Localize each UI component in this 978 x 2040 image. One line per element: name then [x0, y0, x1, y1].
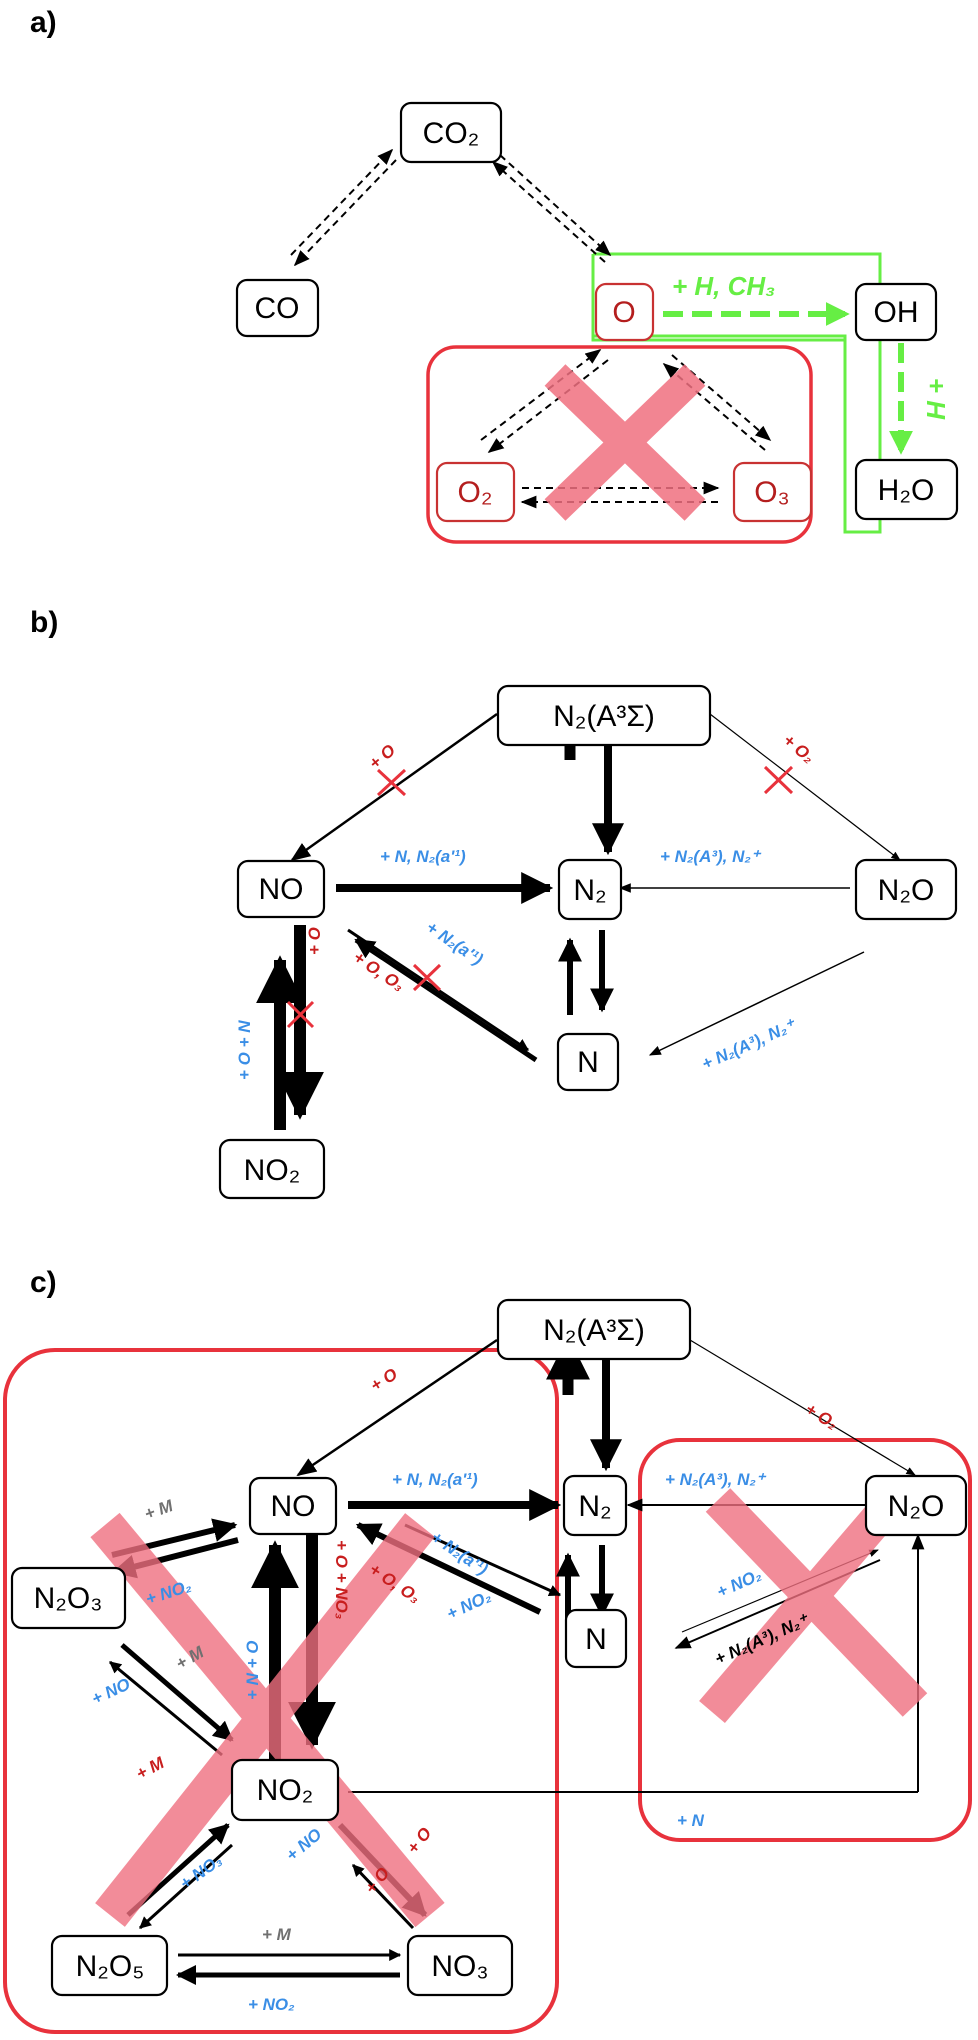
node-b-n: N	[556, 1032, 620, 1092]
panel-c: c)	[3, 1266, 972, 2034]
svg-text:N₂: N₂	[578, 1490, 611, 1523]
label-c-plus-o: + O	[367, 1365, 401, 1396]
svg-text:N₂: N₂	[573, 874, 606, 907]
panel-a: a) + H, CH₃ H +	[30, 6, 959, 544]
svg-text:CO: CO	[255, 292, 300, 325]
label-h-plus: H +	[921, 379, 951, 420]
node-b-n2: N₂	[557, 858, 623, 921]
label-c-no2-right: + NO₂	[714, 1565, 765, 1602]
node-co2: CO₂	[399, 101, 503, 164]
cross-a	[544, 364, 706, 521]
green-region-bottom	[591, 254, 880, 534]
svg-text:N₂O: N₂O	[878, 874, 935, 907]
node-b-n2a: N₂(A³Σ)	[496, 684, 712, 747]
svg-text:O: O	[612, 296, 635, 329]
label-b-plus-o-vertical: + O	[305, 927, 324, 955]
label-c-no3: + NO₃	[176, 1851, 225, 1893]
svg-text:H₂O: H₂O	[878, 474, 935, 507]
red-region-a	[426, 345, 813, 544]
node-b-no2: NO₂	[218, 1138, 326, 1200]
node-c-n2: N₂	[562, 1474, 628, 1537]
node-c-n2o5: N₂O₅	[50, 1934, 169, 1997]
node-o3: O₃	[732, 461, 813, 523]
label-b-n-n2a1: + N, N₂(a'¹)	[380, 847, 466, 866]
node-h2o: H₂O	[854, 458, 959, 521]
dashed-arrows-a	[290, 148, 772, 509]
cross-c-right	[699, 1488, 928, 1724]
node-o: O	[594, 282, 655, 342]
label-c-no: + NO	[282, 1825, 325, 1865]
svg-text:NO₂: NO₂	[244, 1154, 301, 1187]
label-c-m-low: + M	[133, 1753, 168, 1784]
svg-text:OH: OH	[874, 296, 919, 329]
label-c-n-n2a1: + N, N₂(a'¹)	[392, 1470, 478, 1489]
node-c-n2a: N₂(A³Σ)	[496, 1298, 692, 1361]
label-c-n-o-vertical: + N + O	[243, 1640, 262, 1700]
cross-c-left	[90, 1512, 445, 1928]
label-b-n2a1: + N₂(a'¹)	[423, 918, 487, 970]
svg-text:NO: NO	[271, 1490, 316, 1523]
panel-c-label: c)	[30, 1266, 57, 1299]
label-c-o-no3-vertical: + O + NO₃	[332, 1540, 351, 1619]
svg-text:N₂O₅: N₂O₅	[76, 1950, 145, 1983]
label-c-no2-mid: + NO₂	[444, 1586, 495, 1623]
svg-text:NO₂: NO₂	[257, 1774, 314, 1807]
node-o2: O₂	[435, 461, 516, 523]
svg-text:N₂O: N₂O	[888, 1490, 945, 1523]
red-region-c-right	[638, 1438, 972, 1842]
node-c-no: NO	[248, 1476, 338, 1536]
svg-text:N: N	[577, 1046, 599, 1079]
node-b-n2o: N₂O	[854, 858, 958, 921]
label-c-m-bottom: + M	[262, 1925, 292, 1944]
svg-text:N₂O₃: N₂O₃	[34, 1582, 103, 1615]
label-c-n2a3-top: + N₂(A³), N₂⁺	[665, 1470, 767, 1489]
label-b-plus-o2: + O₂	[779, 731, 818, 768]
svg-text:NO: NO	[259, 873, 304, 906]
panel-b-label: b)	[30, 606, 58, 639]
label-b-n2a3-top: + N₂(A³), N₂⁺	[660, 847, 762, 866]
label-b-plus-o: + O	[365, 741, 399, 773]
node-c-no3: NO₃	[406, 1934, 514, 1997]
label-c-m-top: + M	[142, 1496, 176, 1524]
node-c-no2: NO₂	[230, 1758, 340, 1822]
node-oh: OH	[854, 282, 938, 342]
label-c-no-left: + NO	[89, 1674, 133, 1708]
panel-a-label: a)	[30, 6, 57, 39]
node-co: CO	[235, 278, 320, 338]
label-h-ch3: + H, CH₃	[672, 271, 775, 301]
red-region-c-left	[3, 1348, 559, 2034]
node-b-no: NO	[236, 859, 326, 919]
node-c-n: N	[564, 1608, 628, 1669]
svg-text:O₃: O₃	[754, 476, 790, 509]
label-b-o-n: + O + N	[235, 1020, 254, 1080]
svg-text:NO₃: NO₃	[431, 1950, 488, 1983]
svg-text:CO₂: CO₂	[423, 117, 480, 150]
node-c-n2o: N₂O	[864, 1474, 968, 1537]
label-c-o-right: + O	[403, 1824, 435, 1858]
svg-text:O₂: O₂	[458, 476, 493, 509]
label-c-plus-o2: + O₂	[802, 1399, 842, 1434]
svg-text:N: N	[585, 1623, 607, 1656]
label-c-no2-bottom: + NO₂	[248, 1995, 295, 2014]
small-crosses-b	[286, 765, 794, 1029]
panel-b: b) + O + O₂ + N, N₂(a'¹) + N₂(A³	[30, 606, 958, 1200]
node-c-n2o3: N₂O₃	[10, 1566, 127, 1630]
svg-text:N₂(A³Σ): N₂(A³Σ)	[553, 700, 655, 733]
label-c-plus-n: + N	[677, 1811, 705, 1830]
svg-text:N₂(A³Σ): N₂(A³Σ)	[543, 1314, 645, 1347]
